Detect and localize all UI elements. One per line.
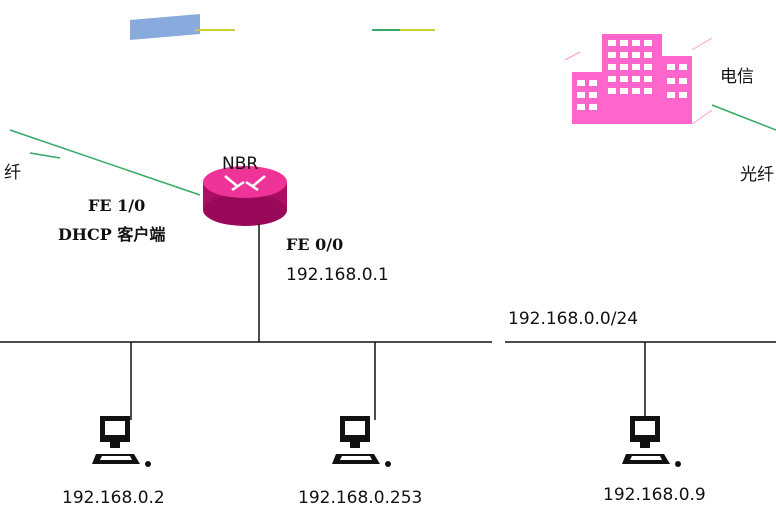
host-ip-label: 192.168.0.2 — [62, 488, 165, 508]
router-name: NBR — [222, 154, 258, 174]
left-fiber-line-branch — [29, 152, 61, 159]
wan-mode-label: DHCP 客户端 — [58, 225, 165, 244]
subnet-label: 192.168.0.0/24 — [508, 309, 638, 329]
host-ip-label: 192.168.0.253 — [298, 488, 422, 508]
building-icon — [564, 34, 713, 125]
host-ip-label: 192.168.0.9 — [603, 485, 706, 505]
right-fiber-label: 光纤 — [740, 165, 774, 185]
left-fiber-line — [9, 129, 201, 196]
left-fiber-label: 纤 — [4, 163, 21, 183]
top-fragments — [130, 14, 435, 40]
right-fiber-line — [711, 104, 776, 131]
computer-icon — [332, 416, 391, 467]
lan-ip-label: 192.168.0.1 — [286, 265, 389, 285]
wan-port-label: FE 1/0 — [88, 196, 145, 215]
router-icon — [203, 166, 287, 226]
lan-port-label: FE 0/0 — [286, 235, 343, 254]
computer-icon — [622, 416, 681, 467]
top-device-fragment — [130, 14, 200, 40]
computer-icon — [92, 416, 151, 467]
isp-label: 电信 — [720, 67, 754, 87]
